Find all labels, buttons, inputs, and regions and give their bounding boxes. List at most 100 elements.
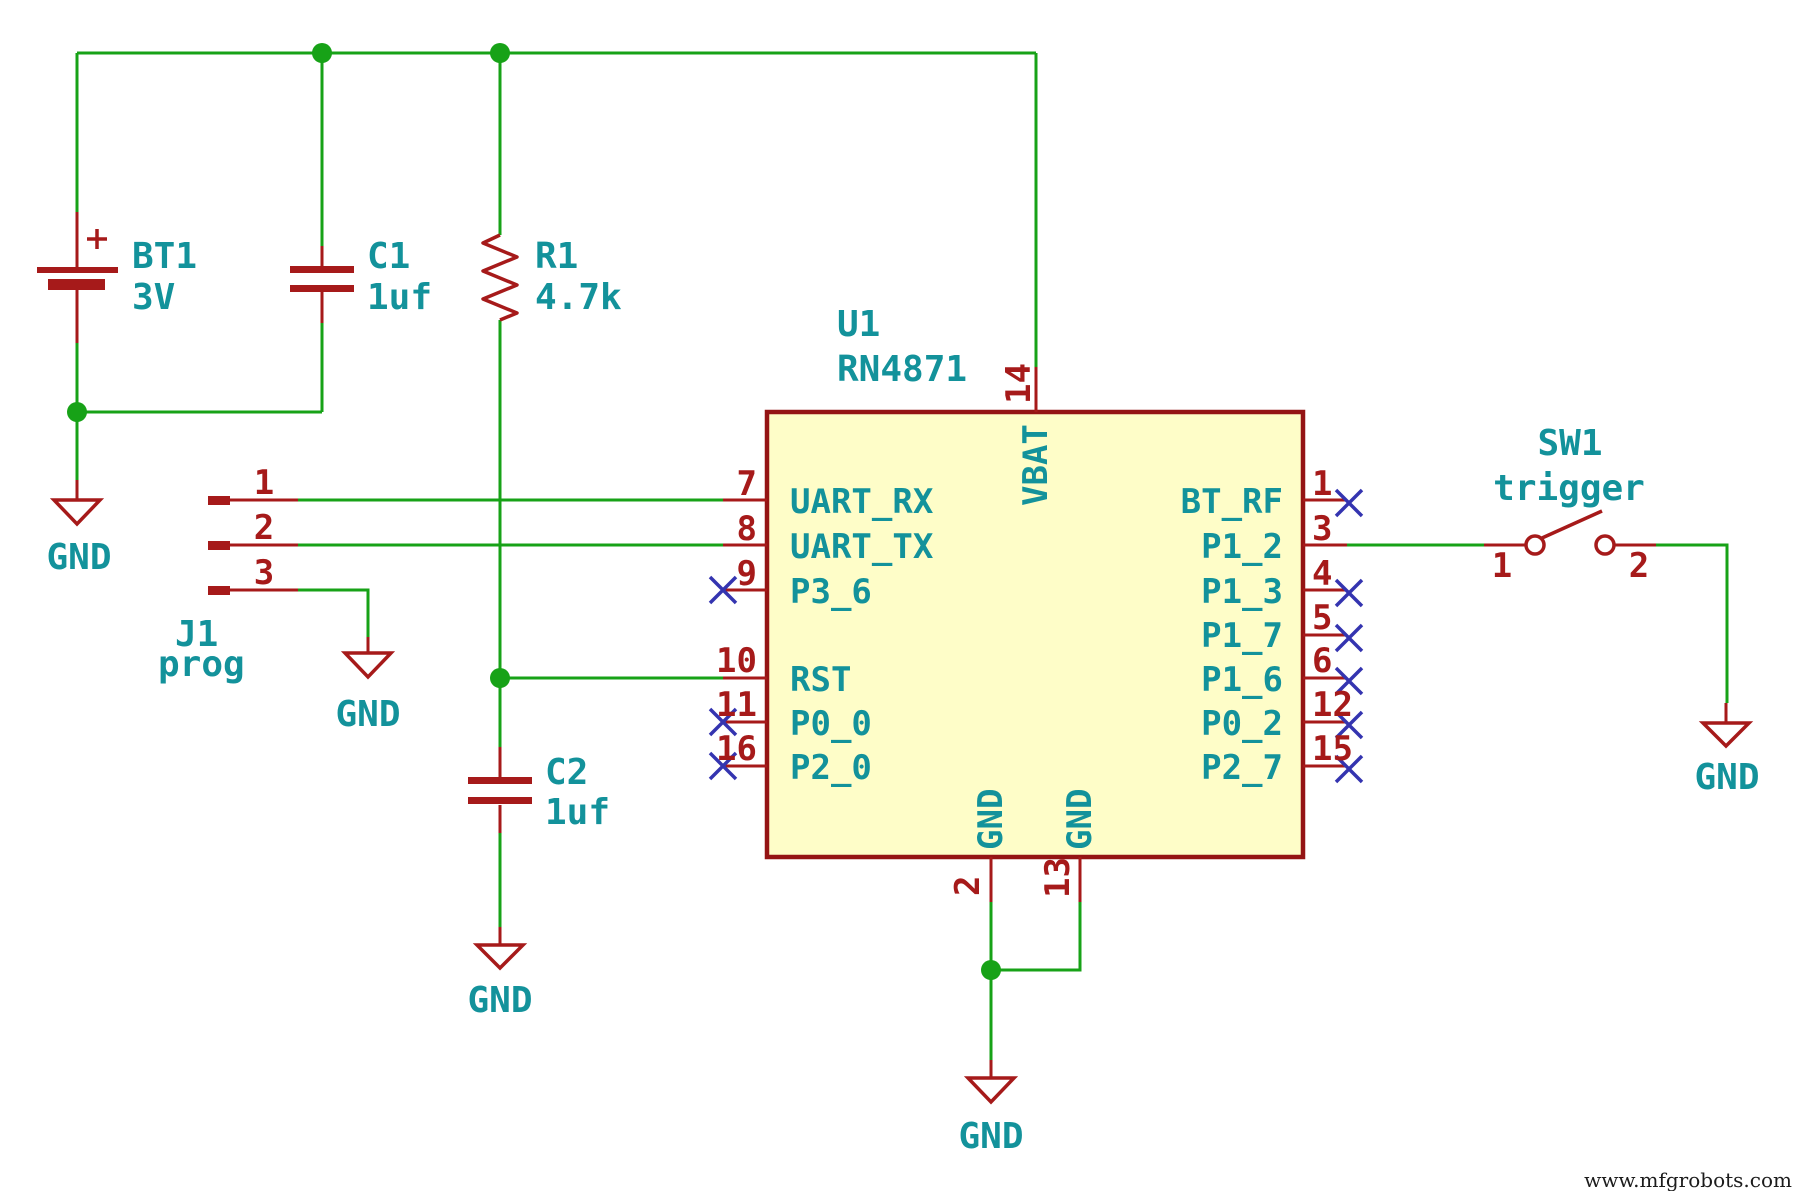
no-connect-icon (1334, 623, 1364, 653)
gnd-label: GND (46, 537, 111, 578)
junction-dot (981, 960, 1001, 980)
sw1-pin-number: 2 (1629, 546, 1649, 586)
u1-pin-number: 3 (1312, 509, 1332, 549)
u1-pin-name: VBAT (1016, 424, 1056, 506)
u1-pin-name: GND (971, 789, 1011, 850)
j1-ref: J1 (175, 614, 218, 655)
u1-pin-number: 16 (716, 729, 757, 769)
c2-ref: C2 (545, 752, 588, 793)
no-connect-icon (1334, 710, 1364, 740)
u1-pin-number: 11 (716, 685, 757, 725)
r1-value: 4.7k (535, 277, 622, 318)
gnd-symbol-icon (963, 1076, 1019, 1105)
gnd-c2: GND (467, 927, 533, 1021)
junction-dot (312, 43, 332, 63)
u1-ref: U1 (837, 304, 880, 345)
u1-pin-name: P0_2 (1201, 704, 1283, 744)
u1-pin-number: 2 (948, 876, 988, 896)
u1-pin-name: UART_TX (790, 527, 934, 567)
u1-bottom-pin-stubs (989, 857, 1082, 902)
capacitor-c1: C1 1uf (290, 236, 432, 323)
u1-right-pin-stubs (1303, 498, 1347, 768)
wire-j1-pin3 (298, 588, 370, 637)
u1-pin-number: 7 (737, 464, 757, 504)
u1-pin-number: 10 (716, 641, 757, 681)
gnd-label: GND (335, 694, 400, 735)
j1-pin-number: 2 (254, 508, 274, 548)
wires (75, 51, 1729, 1060)
r1-zigzag (481, 233, 519, 322)
no-connect-icons (708, 488, 1364, 784)
j1-pin-pad (208, 586, 230, 595)
j1-leads (230, 498, 298, 592)
r1-ref: R1 (535, 236, 578, 277)
u1-pin-number: 12 (1312, 685, 1353, 725)
junction-dot (67, 402, 87, 422)
sw1-contact (1524, 534, 1546, 556)
ic-u1: U1 RN4871 7 8 9 10 11 16 UART_RX UART_ (708, 304, 1364, 902)
gnd-label: GND (1694, 757, 1759, 798)
no-connect-icon (1334, 754, 1364, 784)
u1-pin-number: 5 (1312, 598, 1332, 638)
u1-value: RN4871 (837, 349, 967, 390)
c1-value: 1uf (367, 277, 432, 318)
no-connect-icon (708, 751, 738, 781)
c1-plate (290, 266, 354, 273)
u1-pin-number: 1 (1312, 464, 1332, 504)
ic-body (764, 409, 1306, 860)
u1-pin-name: P1_2 (1201, 527, 1283, 567)
no-connect-icon (708, 575, 738, 605)
j1-pin-pad (208, 496, 230, 505)
c1-ref: C1 (367, 236, 410, 277)
u1-pin-number: 6 (1312, 641, 1332, 681)
no-connect-icon (1334, 666, 1364, 696)
sw1-lever (1541, 509, 1603, 540)
resistor-r1: R1 4.7k (481, 233, 622, 322)
battery-bt1: BT1 3V (37, 212, 197, 343)
j1-pin-pad (208, 541, 230, 550)
gnd-symbol-icon (49, 498, 105, 527)
u1-pin-name: P1_3 (1201, 572, 1283, 612)
sw1-value: trigger (1493, 468, 1645, 509)
c2-plate (468, 777, 532, 784)
battery-plate-short (48, 279, 105, 290)
j1-pin-number: 3 (254, 553, 274, 593)
u1-pin-number: 8 (737, 509, 757, 549)
u1-pin-number: 13 (1038, 857, 1078, 898)
j1-value: prog (158, 644, 245, 685)
wire-switch-to-gnd (1656, 543, 1729, 703)
c2-value: 1uf (545, 792, 610, 833)
battery-plate-long (37, 267, 118, 273)
c1-plate (290, 285, 354, 292)
u1-pin-number: 4 (1312, 554, 1332, 594)
gnd-j1: GND (335, 637, 401, 735)
u1-pin-number: 14 (999, 363, 1039, 404)
gnd-battery: GND (46, 480, 112, 578)
u1-left-pin-stubs (723, 498, 767, 768)
watermark: www.mfgrobots.com (1584, 1168, 1792, 1191)
sw1-contact (1594, 534, 1616, 556)
battery-value: 3V (132, 277, 175, 318)
gnd-switch: GND (1694, 703, 1760, 798)
u1-pin-number: 15 (1312, 729, 1353, 769)
u1-pin-name: BT_RF (1181, 482, 1283, 522)
u1-pin-name: UART_RX (790, 482, 934, 522)
no-connect-icon (1334, 488, 1364, 518)
u1-pin-name: P0_0 (790, 704, 872, 744)
junction-dot (490, 668, 510, 688)
junction-dot (490, 43, 510, 63)
capacitor-c2: C2 1uf (468, 747, 610, 833)
u1-pin-number: 9 (737, 554, 757, 594)
sw1-ref: SW1 (1537, 423, 1602, 464)
gnd-label: GND (958, 1116, 1023, 1157)
u1-pin-name: P1_7 (1201, 616, 1283, 656)
j1-pin-number: 1 (254, 463, 274, 503)
u1-pin-name: GND (1060, 789, 1100, 850)
gnd-symbol-icon (472, 943, 528, 971)
u1-pin-name: P2_7 (1201, 748, 1283, 788)
gnd-label: GND (467, 980, 532, 1021)
u1-pin-name: RST (790, 660, 851, 700)
switch-sw1: SW1 trigger 1 2 (1484, 423, 1656, 586)
